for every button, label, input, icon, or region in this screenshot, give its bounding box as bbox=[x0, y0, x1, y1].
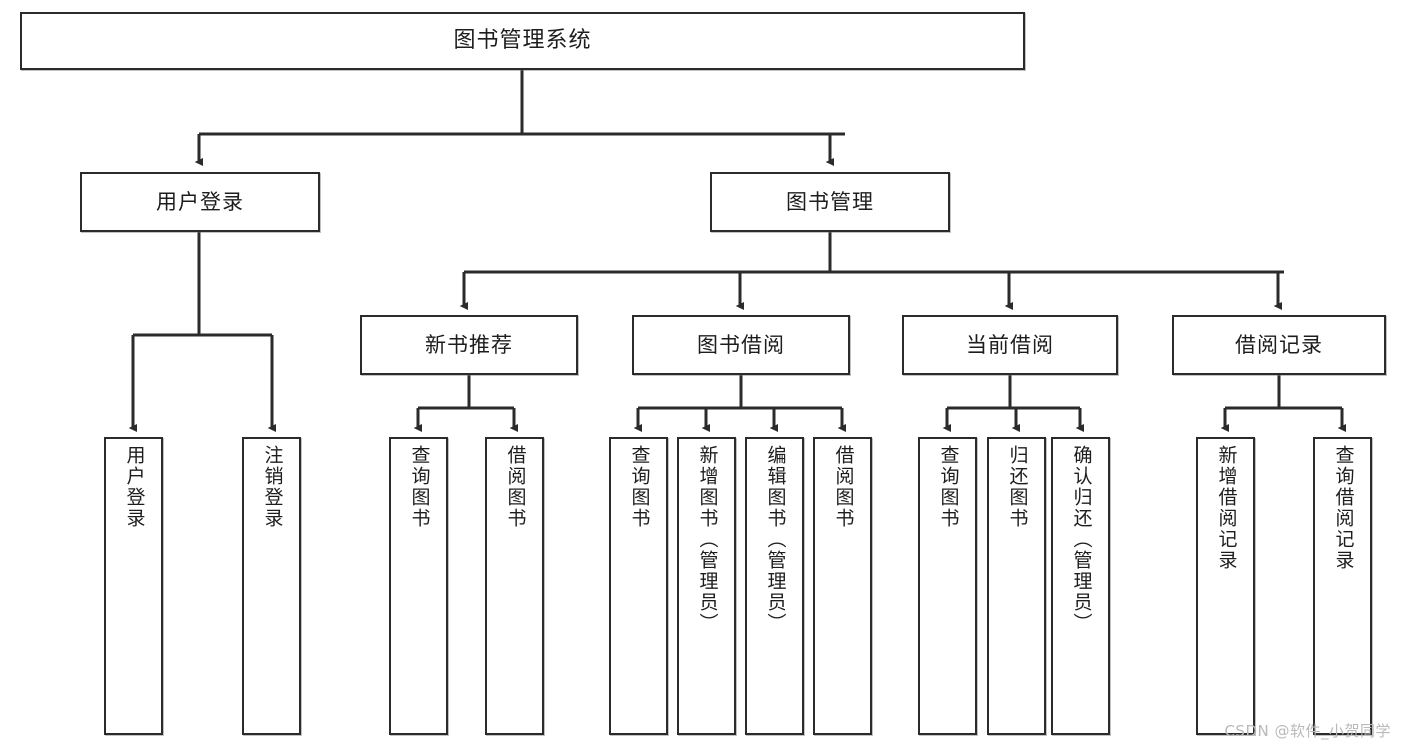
node-leaf-login-user-label: 用户登录 bbox=[123, 445, 146, 529]
node-borrow-records-label: 借阅记录 bbox=[1235, 332, 1323, 357]
node-leaf-current-query[interactable]: 查询图书 bbox=[918, 437, 977, 735]
node-leaf-records-query-label: 查询借阅记录 bbox=[1332, 445, 1355, 571]
node-leaf-borrow-query-label: 查询图书 bbox=[628, 445, 651, 529]
node-book-borrow-label: 图书借阅 bbox=[697, 332, 785, 357]
node-book-management-label: 图书管理 bbox=[786, 189, 874, 214]
node-leaf-newbook-query[interactable]: 查询图书 bbox=[389, 437, 448, 735]
node-root-system-label: 图书管理系统 bbox=[453, 27, 592, 53]
node-leaf-current-return-label: 归还图书 bbox=[1006, 445, 1029, 529]
node-leaf-records-query[interactable]: 查询借阅记录 bbox=[1313, 437, 1372, 735]
node-leaf-newbook-borrow[interactable]: 借阅图书 bbox=[485, 437, 544, 735]
node-book-management[interactable]: 图书管理 bbox=[710, 172, 950, 232]
node-root-system[interactable]: 图书管理系统 bbox=[20, 12, 1025, 70]
node-borrow-records[interactable]: 借阅记录 bbox=[1172, 315, 1386, 375]
node-leaf-borrow-add[interactable]: 新增图书（管理员） bbox=[677, 437, 736, 735]
node-leaf-login-logout[interactable]: 注销登录 bbox=[242, 437, 301, 735]
node-leaf-current-query-label: 查询图书 bbox=[937, 445, 960, 529]
node-leaf-records-add-label: 新增借阅记录 bbox=[1215, 445, 1238, 571]
node-leaf-borrow-lend[interactable]: 借阅图书 bbox=[813, 437, 872, 735]
node-new-book-recommend[interactable]: 新书推荐 bbox=[360, 315, 578, 375]
node-leaf-newbook-borrow-label: 借阅图书 bbox=[504, 445, 527, 529]
node-user-login[interactable]: 用户登录 bbox=[80, 172, 320, 232]
node-book-borrow[interactable]: 图书借阅 bbox=[632, 315, 850, 375]
node-leaf-current-confirm-label: 确认归还（管理员） bbox=[1070, 445, 1093, 634]
node-leaf-borrow-query[interactable]: 查询图书 bbox=[609, 437, 668, 735]
node-new-book-recommend-label: 新书推荐 bbox=[425, 332, 513, 357]
node-leaf-borrow-edit[interactable]: 编辑图书（管理员） bbox=[745, 437, 804, 735]
node-user-login-label: 用户登录 bbox=[156, 189, 244, 214]
node-leaf-current-confirm[interactable]: 确认归还（管理员） bbox=[1051, 437, 1110, 735]
node-leaf-borrow-lend-label: 借阅图书 bbox=[832, 445, 855, 529]
csdn-watermark: CSDN @软件_小贺同学 bbox=[1224, 722, 1391, 740]
node-leaf-borrow-edit-label: 编辑图书（管理员） bbox=[764, 445, 787, 634]
node-leaf-login-user[interactable]: 用户登录 bbox=[104, 437, 163, 735]
node-leaf-login-logout-label: 注销登录 bbox=[261, 445, 284, 529]
node-leaf-records-add[interactable]: 新增借阅记录 bbox=[1196, 437, 1255, 735]
node-leaf-current-return[interactable]: 归还图书 bbox=[987, 437, 1046, 735]
node-leaf-newbook-query-label: 查询图书 bbox=[408, 445, 431, 529]
node-current-borrow-label: 当前借阅 bbox=[966, 332, 1054, 357]
node-current-borrow[interactable]: 当前借阅 bbox=[902, 315, 1118, 375]
node-leaf-borrow-add-label: 新增图书（管理员） bbox=[696, 445, 719, 634]
